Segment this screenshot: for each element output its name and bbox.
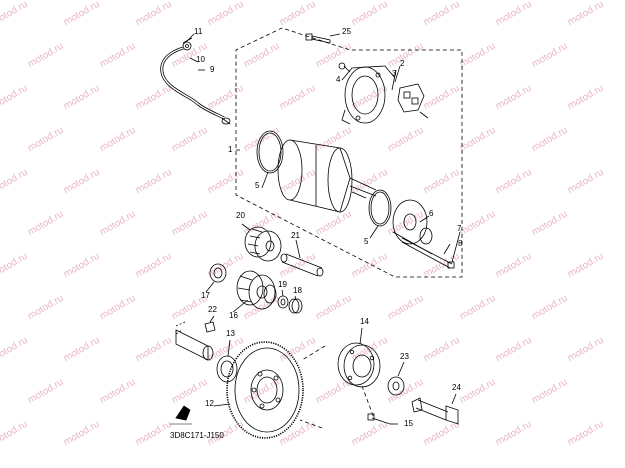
part-label: 14 — [360, 317, 369, 326]
part-label: 23 — [400, 352, 409, 361]
part-label: 15 — [404, 419, 413, 428]
bolt-24 — [411, 397, 459, 425]
part-label: 5 — [255, 181, 260, 190]
starter-wheel-gear-12 — [226, 341, 304, 439]
part-label: 8 — [458, 239, 463, 248]
bolt-25 — [305, 33, 331, 44]
part-label: 10 — [196, 55, 205, 64]
compound-gear-16 — [236, 270, 277, 310]
bearing-17 — [209, 263, 227, 283]
part-label: 22 — [208, 305, 217, 314]
part-label: 18 — [293, 286, 302, 295]
bolt-15 — [371, 417, 391, 425]
part-label: 7 — [457, 224, 462, 233]
catalog-code: 3D8C171-J150 — [170, 431, 224, 440]
washer-4 — [338, 62, 346, 70]
shaft-21 — [280, 253, 324, 277]
one-way-clutch-14 — [337, 342, 381, 388]
part-label: 3 — [392, 69, 397, 78]
washer-13 — [216, 355, 238, 383]
part-label: 6 — [429, 209, 434, 218]
part-label: 9 — [210, 65, 215, 74]
part-label: 20 — [236, 211, 245, 220]
part-label: 1 — [228, 145, 233, 154]
part-label: 19 — [278, 280, 287, 289]
part-label: 13 — [226, 329, 235, 338]
front-cover-6 — [392, 199, 433, 255]
part-label: 25 — [342, 27, 351, 36]
part-label: 16 — [229, 311, 238, 320]
assembly-dashed-outline — [235, 27, 463, 278]
part-label: 2 — [400, 59, 405, 68]
starter-rear-cover — [341, 65, 396, 125]
front-direction-icon — [170, 405, 192, 425]
part-label: 12 — [205, 399, 214, 408]
brush-holder — [397, 83, 429, 119]
washer-23 — [387, 376, 405, 396]
o-ring-5-upper — [256, 130, 284, 174]
long-bolt-8 — [401, 237, 455, 269]
part-label: 4 — [336, 75, 341, 84]
idler-gear-20 — [244, 226, 282, 262]
part-label: 17 — [201, 291, 210, 300]
crankshaft-end — [175, 321, 214, 361]
starter-cable — [160, 37, 231, 125]
washer-19 — [277, 295, 289, 309]
part-label: 21 — [291, 231, 300, 240]
bearing-18 — [291, 298, 303, 314]
part-label: 24 — [452, 383, 461, 392]
o-ring-5-lower — [368, 189, 392, 227]
part-label: 11 — [194, 27, 203, 36]
starter-motor-body — [277, 139, 377, 213]
part-label: 5 — [364, 237, 369, 246]
key-22 — [204, 321, 216, 333]
